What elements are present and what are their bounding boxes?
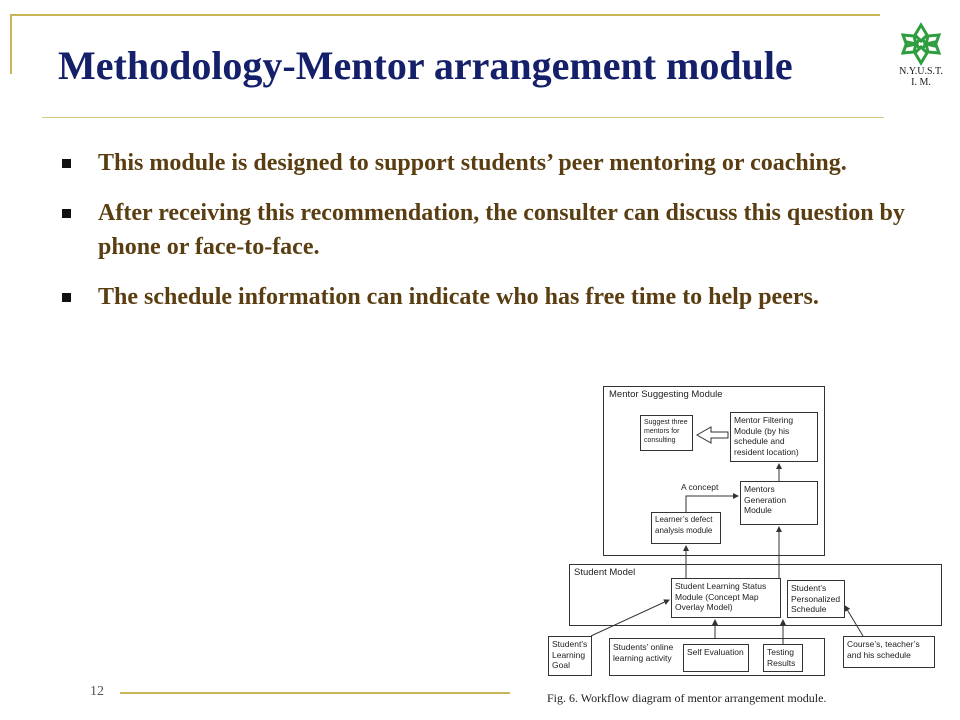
learning-status-box: Student Learning Status Module (Concept …	[671, 578, 781, 618]
learners-defect-box: Learner’s defect analysis module	[651, 512, 721, 544]
bullet-item: The schedule information can indicate wh…	[62, 280, 922, 314]
workflow-diagram: Mentor Suggesting Module Suggest three m…	[545, 382, 947, 682]
bullet-item: After receiving this recommendation, the…	[62, 196, 922, 264]
page-number: 12	[90, 684, 104, 699]
footer-rule	[120, 692, 510, 694]
logo-text-line2: I. M.	[911, 77, 931, 88]
frame-top-rule	[10, 14, 880, 16]
personalized-schedule-box: Student’s Personalized Schedule	[787, 580, 845, 618]
figure-caption: Fig. 6. Workflow diagram of mentor arran…	[547, 691, 827, 705]
logo-text-line1: N.Y.U.S.T.	[899, 66, 943, 77]
frame-left-rule	[10, 14, 12, 74]
square-bullet-icon	[62, 159, 71, 168]
bullet-text: This module is designed to support stude…	[98, 150, 847, 176]
bullet-list: This module is designed to support stude…	[62, 146, 922, 330]
bullet-text: The schedule information can indicate wh…	[98, 284, 819, 310]
mentor-filtering-box: Mentor Filtering Module (by his schedule…	[730, 412, 818, 462]
self-evaluation-box: Self Evaluation	[683, 644, 749, 672]
testing-results-box: Testing Results	[763, 644, 803, 672]
online-activity-label: Students’ online learning activity	[613, 642, 674, 663]
snowflake-logo-icon	[900, 22, 942, 66]
title-divider	[42, 117, 884, 118]
mentors-generation-box: Mentors Generation Module	[740, 481, 818, 525]
learning-goal-box: Student’s Learning Goal	[548, 636, 592, 676]
page-title: Methodology-Mentor arrangement module	[58, 43, 793, 88]
diagram-connectors	[590, 426, 864, 644]
course-schedule-box: Course’s, teacher’s and his schedule	[843, 636, 935, 668]
square-bullet-icon	[62, 293, 71, 302]
university-logo: N.Y.U.S.T. I. M.	[888, 22, 954, 102]
bullet-item: This module is designed to support stude…	[62, 146, 922, 180]
student-model-label: Student Model	[574, 567, 636, 578]
a-concept-label: A concept	[681, 482, 719, 492]
mentor-suggesting-label: Mentor Suggesting Module	[609, 389, 723, 400]
bullet-text: After receiving this recommendation, the…	[98, 200, 905, 260]
square-bullet-icon	[62, 209, 71, 218]
suggest-three-box: Suggest three mentors for consulting	[640, 415, 693, 451]
